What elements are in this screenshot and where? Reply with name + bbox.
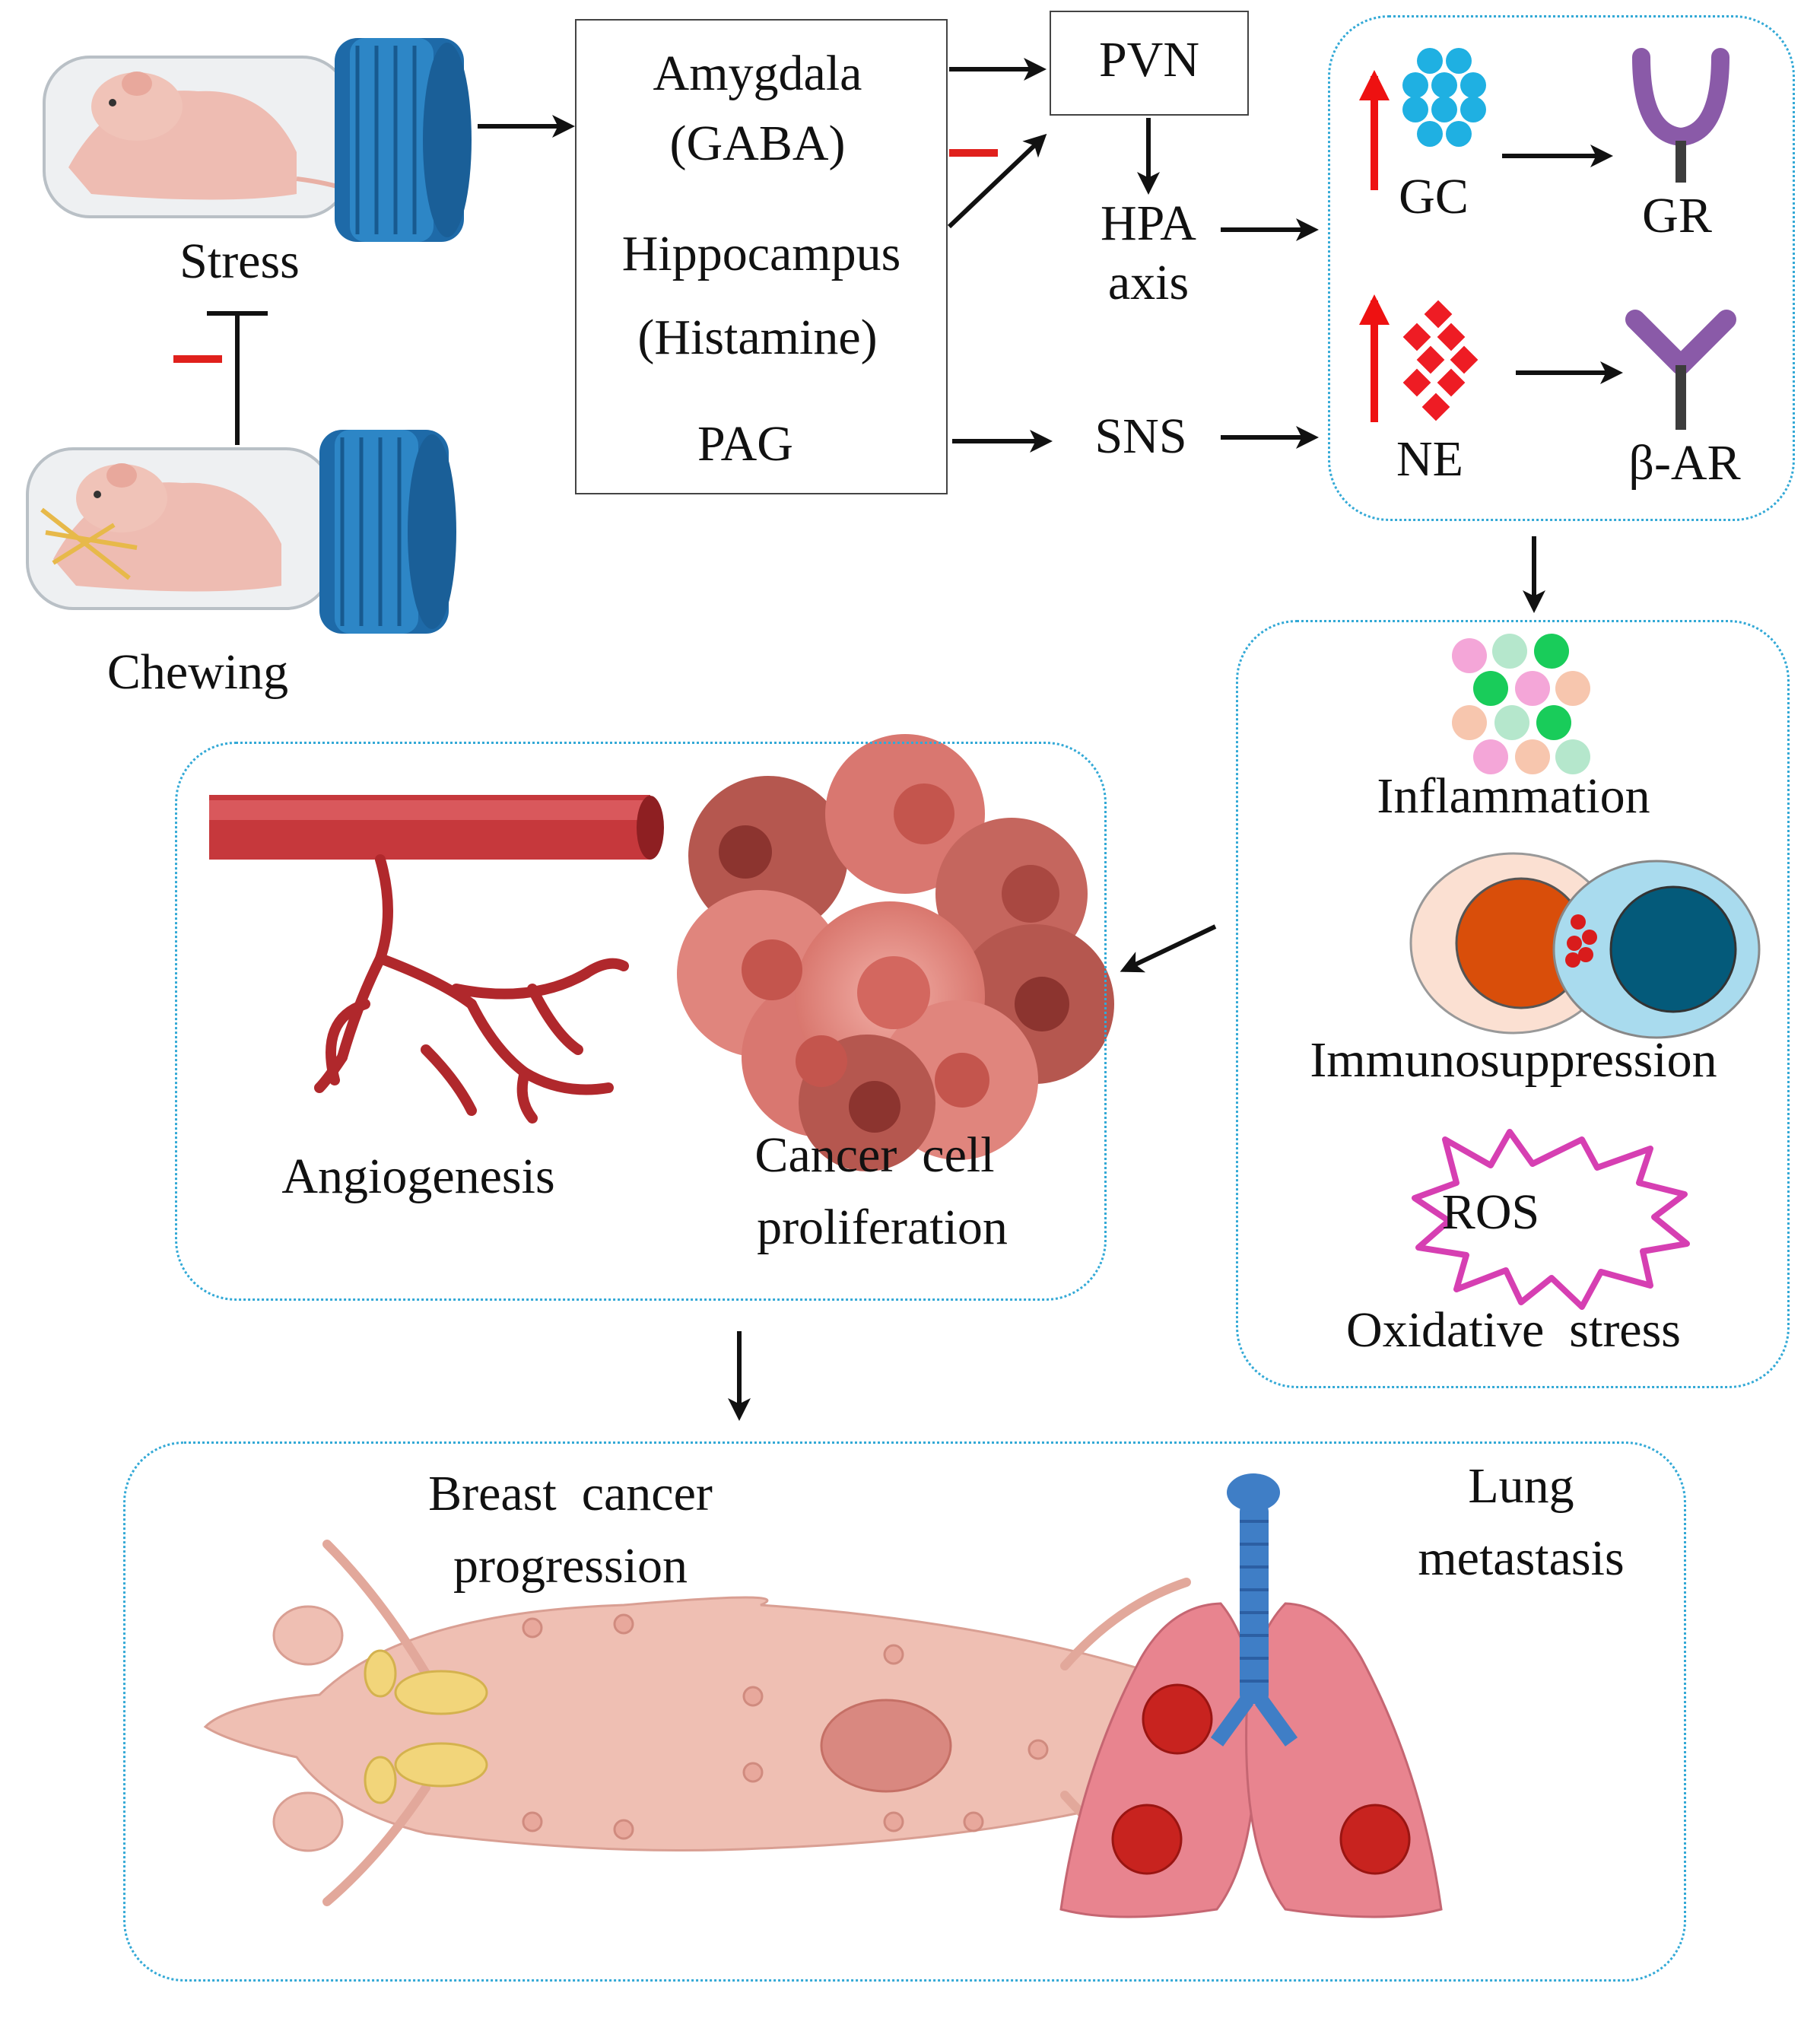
chewing-mouse-tube-illustration bbox=[26, 430, 456, 634]
pag-label: PAG bbox=[697, 416, 793, 472]
inflammation-cells-shape bbox=[1452, 634, 1590, 774]
chewing-stick-shape bbox=[40, 507, 138, 580]
gr-label: GR bbox=[1642, 188, 1712, 243]
proliferation-label: proliferation bbox=[757, 1200, 1008, 1255]
beta-ar-label: β-AR bbox=[1628, 435, 1741, 491]
hormone-receptor-panel bbox=[1328, 15, 1795, 521]
pvn-label: PVN bbox=[1098, 32, 1200, 87]
tumor-mass-shape bbox=[820, 1699, 952, 1793]
hpa-label-line2: axis bbox=[1107, 255, 1190, 310]
gr-receptor-icon bbox=[1632, 48, 1729, 183]
lungs-illustration bbox=[1059, 1473, 1443, 1918]
gc-label: GC bbox=[1399, 169, 1469, 224]
chewing-label: Chewing bbox=[106, 644, 289, 700]
effects-panel bbox=[1236, 620, 1790, 1388]
metastasis-nodules-shape bbox=[1111, 1683, 1411, 1875]
hpa-label-line1: HPA bbox=[1101, 195, 1196, 251]
pvn-box bbox=[1050, 11, 1249, 116]
chewing-inhibits-stress-connector bbox=[173, 311, 268, 445]
ne-label: NE bbox=[1396, 431, 1463, 487]
immune-cell-right-shape bbox=[1552, 860, 1761, 1039]
airway-shape bbox=[1240, 1502, 1269, 1704]
stress-mouse-tube-illustration bbox=[43, 38, 472, 242]
histamine-label: (Histamine) bbox=[637, 310, 878, 365]
arrow-effects-to-tumor bbox=[1120, 924, 1217, 973]
lung-label: Lung bbox=[1468, 1458, 1574, 1514]
ne-molecules-shape bbox=[1402, 300, 1479, 421]
ros-starburst-shape bbox=[1412, 1129, 1690, 1310]
metastasis-label: metastasis bbox=[1418, 1530, 1625, 1586]
immunosuppression-label: Immunosuppression bbox=[1310, 1032, 1717, 1088]
blood-vessel-shape bbox=[209, 795, 664, 1124]
stress-label: Stress bbox=[179, 234, 300, 289]
ros-label: ROS bbox=[1441, 1184, 1540, 1240]
cancer-cells-cluster-shape bbox=[677, 734, 1114, 1171]
amygdala-label: Amygdala bbox=[653, 46, 862, 101]
hippocampus-label: Hippocampus bbox=[621, 226, 901, 281]
brain-regions-box bbox=[575, 19, 948, 494]
breast-cancer-label: Breast cancer bbox=[428, 1466, 713, 1521]
arrow-hippocampus-to-pvn bbox=[947, 133, 1047, 229]
gaba-label: (GABA) bbox=[669, 116, 846, 171]
sns-label: SNS bbox=[1094, 408, 1187, 464]
gc-molecules-shape bbox=[1402, 48, 1486, 147]
cancer-cell-label: Cancer cell bbox=[754, 1127, 995, 1183]
beta-ar-receptor-icon bbox=[1625, 310, 1736, 430]
progression-label: progression bbox=[453, 1538, 688, 1594]
angiogenesis-label: Angiogenesis bbox=[281, 1149, 555, 1204]
inflammation-label: Inflammation bbox=[1377, 768, 1650, 824]
tumor-growth-panel bbox=[175, 742, 1107, 1301]
oxidative-stress-label: Oxidative stress bbox=[1346, 1302, 1681, 1358]
outcome-panel bbox=[123, 1441, 1686, 1982]
